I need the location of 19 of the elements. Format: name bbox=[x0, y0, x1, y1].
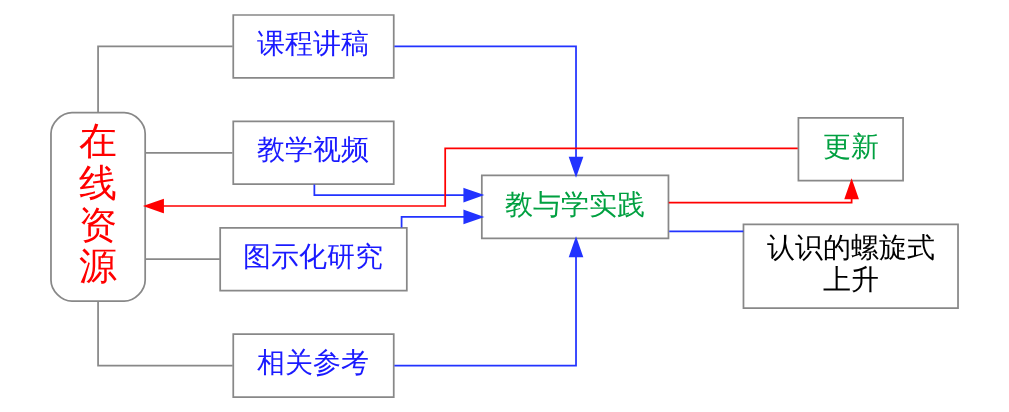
arrow bbox=[393, 236, 584, 367]
connector bbox=[144, 151, 234, 154]
connector bbox=[97, 300, 234, 367]
node-box: 相关参考 bbox=[232, 333, 395, 398]
node-box: 课程讲稿 bbox=[232, 14, 395, 79]
arrow bbox=[393, 45, 584, 178]
connector bbox=[97, 45, 234, 114]
node-box: 教学视频 bbox=[232, 120, 395, 186]
arrow bbox=[313, 183, 485, 203]
node-box: 图示化研究 bbox=[219, 226, 408, 292]
node-box: 在线资源 bbox=[50, 111, 147, 302]
connector bbox=[144, 258, 221, 261]
arrow bbox=[667, 178, 859, 204]
node-box: 更新 bbox=[797, 117, 904, 182]
node-box: 认识的螺旋式上升 bbox=[742, 223, 959, 309]
node-box: 教与学实践 bbox=[480, 174, 670, 240]
connector bbox=[668, 230, 745, 233]
arrow bbox=[142, 147, 799, 214]
arrow bbox=[400, 209, 485, 229]
